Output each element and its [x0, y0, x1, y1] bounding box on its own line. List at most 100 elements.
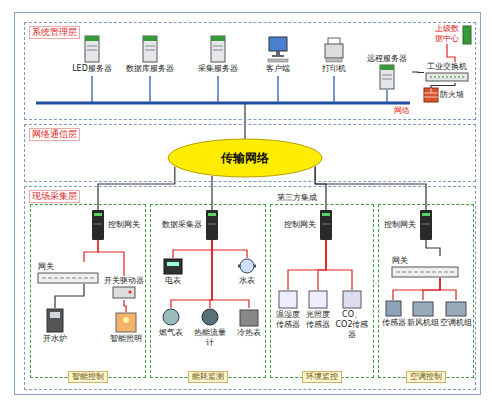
server-icon	[85, 36, 99, 62]
meter-icon	[164, 259, 182, 274]
field-group: 第三方集成环境监控控制网关温湿度传感器光照度传感器CO、CO2传感器	[270, 204, 374, 378]
sensor: 光照度传感器	[304, 290, 332, 330]
node-label: 打印机	[308, 64, 360, 74]
gateway-icon	[322, 213, 330, 216]
server-icon	[382, 79, 392, 80]
connector	[173, 240, 212, 258]
gateway-icon	[422, 224, 430, 225]
bus-drop	[277, 76, 278, 103]
control-gateway: 控制网关	[282, 210, 332, 240]
gateway-icon	[420, 210, 432, 240]
connector	[84, 240, 98, 262]
gas-meter-icon	[163, 309, 179, 325]
control-gateway: 控制网关	[382, 210, 432, 240]
node-label: 上级数据中心	[434, 24, 460, 44]
layer-band: 网络通信层传输网络	[24, 124, 476, 182]
node-label: 空调机组	[440, 318, 472, 328]
meter: 电表	[158, 258, 188, 286]
layer-title: 系统管理层	[29, 26, 80, 39]
connector	[423, 278, 440, 300]
node-label: 冷热表	[234, 328, 264, 338]
node-label: 传输网络	[167, 138, 323, 178]
group-title: 环境监控	[302, 371, 342, 383]
connector	[55, 284, 84, 308]
pc-icon	[276, 51, 280, 55]
printer-icon	[326, 58, 342, 62]
boiler-icon	[50, 312, 60, 318]
meter: 燃气表	[156, 308, 186, 338]
gateway-icon	[320, 210, 332, 240]
connector	[212, 240, 247, 258]
server-icon	[382, 75, 392, 76]
smart-lighting: 智能照明	[108, 312, 144, 344]
connector	[288, 240, 326, 290]
connector	[318, 240, 326, 290]
gateway-strip	[42, 278, 94, 279]
boiler: 开水炉	[40, 308, 70, 344]
boiler-icon	[47, 309, 63, 332]
node-label: 传感器	[381, 318, 406, 328]
bus-drop	[333, 76, 334, 103]
group-title: 能耗监测	[188, 371, 228, 383]
node-label: 数据库服务器	[124, 64, 176, 74]
node-label: 控制网关	[108, 210, 142, 240]
group-title: 第三方集成	[275, 193, 319, 203]
pc-icon	[269, 37, 287, 51]
fan-unit-icon	[413, 302, 433, 316]
layer-title: 现场采集层	[29, 190, 80, 203]
lighting-icon	[123, 317, 129, 323]
switch-icon	[426, 73, 468, 81]
node-label: 数据采集器	[160, 210, 202, 240]
meter: 热能流量计	[194, 308, 226, 348]
server-icon	[211, 36, 225, 62]
node-label: 远程服务器	[362, 54, 412, 64]
node-label: 温湿度传感器	[274, 310, 302, 330]
node-label: 防火墙	[440, 88, 466, 102]
switch-icon	[430, 77, 464, 78]
bus-link	[244, 103, 245, 139]
node-label: LED服务器	[66, 64, 118, 74]
server-icon	[143, 36, 157, 62]
remote-server: 远程服务器	[362, 54, 412, 90]
pc-icon	[272, 55, 284, 57]
server: LED服务器	[66, 36, 118, 74]
firewall-icon	[424, 88, 438, 102]
connector	[393, 278, 440, 300]
gateway-icon	[94, 224, 102, 225]
node-label: 开水炉	[40, 334, 70, 344]
node-label: 控制网关	[282, 210, 316, 240]
gateway-icon	[208, 213, 216, 216]
connector	[326, 240, 352, 290]
field-group: 空调控制控制网关网关传感器新风机组空调机组	[378, 204, 474, 378]
bus-drop	[91, 76, 92, 103]
node-label: 燃气表	[156, 328, 186, 338]
connector	[447, 44, 455, 62]
connector	[171, 240, 212, 308]
node-label: 控制网关	[382, 210, 416, 240]
switch-icon	[426, 73, 468, 81]
server-icon	[143, 36, 157, 41]
node-label: 新风机组	[407, 318, 439, 328]
server-icon	[143, 36, 157, 62]
gateway: 网关	[38, 262, 98, 284]
firewall-icon	[424, 97, 438, 98]
cold-meter-icon	[240, 310, 258, 326]
connector	[412, 71, 424, 73]
bus-drop	[149, 76, 150, 103]
gateway-icon	[420, 210, 432, 240]
gateway-icon	[320, 210, 332, 240]
switch-driver: 开关驱动器	[103, 276, 145, 300]
server-icon	[380, 65, 394, 70]
sensor: 温湿度传感器	[274, 290, 302, 330]
data-center: 上级数据中心	[434, 24, 460, 44]
group-title: 智能控制	[68, 371, 108, 383]
node-label: 电表	[158, 276, 188, 286]
node-label: 光照度传感器	[304, 310, 332, 330]
bus-drop	[217, 76, 218, 103]
control-gateway: 控制网关	[92, 210, 142, 240]
printer-icon	[325, 44, 343, 58]
field-group: 智能控制控制网关网关开关驱动器开水炉智能照明	[30, 204, 146, 378]
gateway-strip	[392, 267, 458, 277]
node-label: 水表	[232, 276, 262, 286]
gateway: 网关	[392, 256, 458, 278]
